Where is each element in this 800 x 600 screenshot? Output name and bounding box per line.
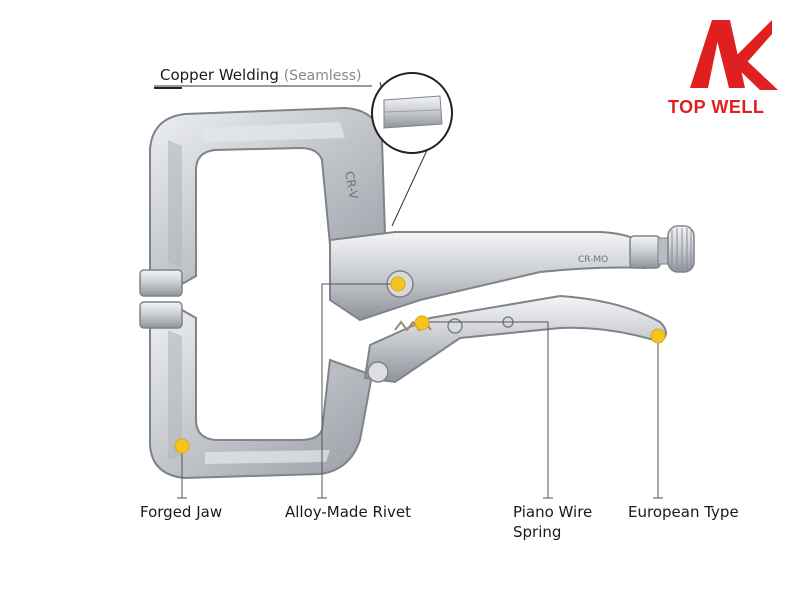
adjusting-screw-knob (657, 225, 695, 273)
label-european-type: European Type (628, 503, 739, 521)
marker-rivet (390, 276, 406, 292)
feature-markers (174, 276, 666, 454)
label-spring-line1: Piano Wire (513, 503, 593, 521)
label-rivet: Alloy-Made Rivet (285, 503, 412, 521)
marker-forged-jaw (174, 438, 190, 454)
callout-title-sub: (Seamless) (283, 68, 362, 84)
marker-european-type (650, 328, 666, 344)
brand-name: TOP WELL (668, 97, 765, 117)
handle-marking: CR-MO (578, 255, 608, 265)
callout-title-main: Copper Welding (160, 66, 279, 84)
marker-spring (414, 315, 430, 331)
lower-handle (363, 294, 667, 384)
magnifier-callout (154, 72, 453, 227)
label-spring-line2: Spring (513, 523, 562, 541)
leader-lines (177, 283, 663, 499)
c-clamp-frame: CR-V (139, 106, 387, 480)
label-forged-jaw: Forged Jaw (140, 503, 223, 521)
frame-marking: CR-V (342, 170, 361, 201)
callout-title: Copper Welding (Seamless) (160, 66, 361, 84)
brand-logo-mark (690, 20, 778, 90)
upper-handle: CR-MO (329, 231, 661, 322)
